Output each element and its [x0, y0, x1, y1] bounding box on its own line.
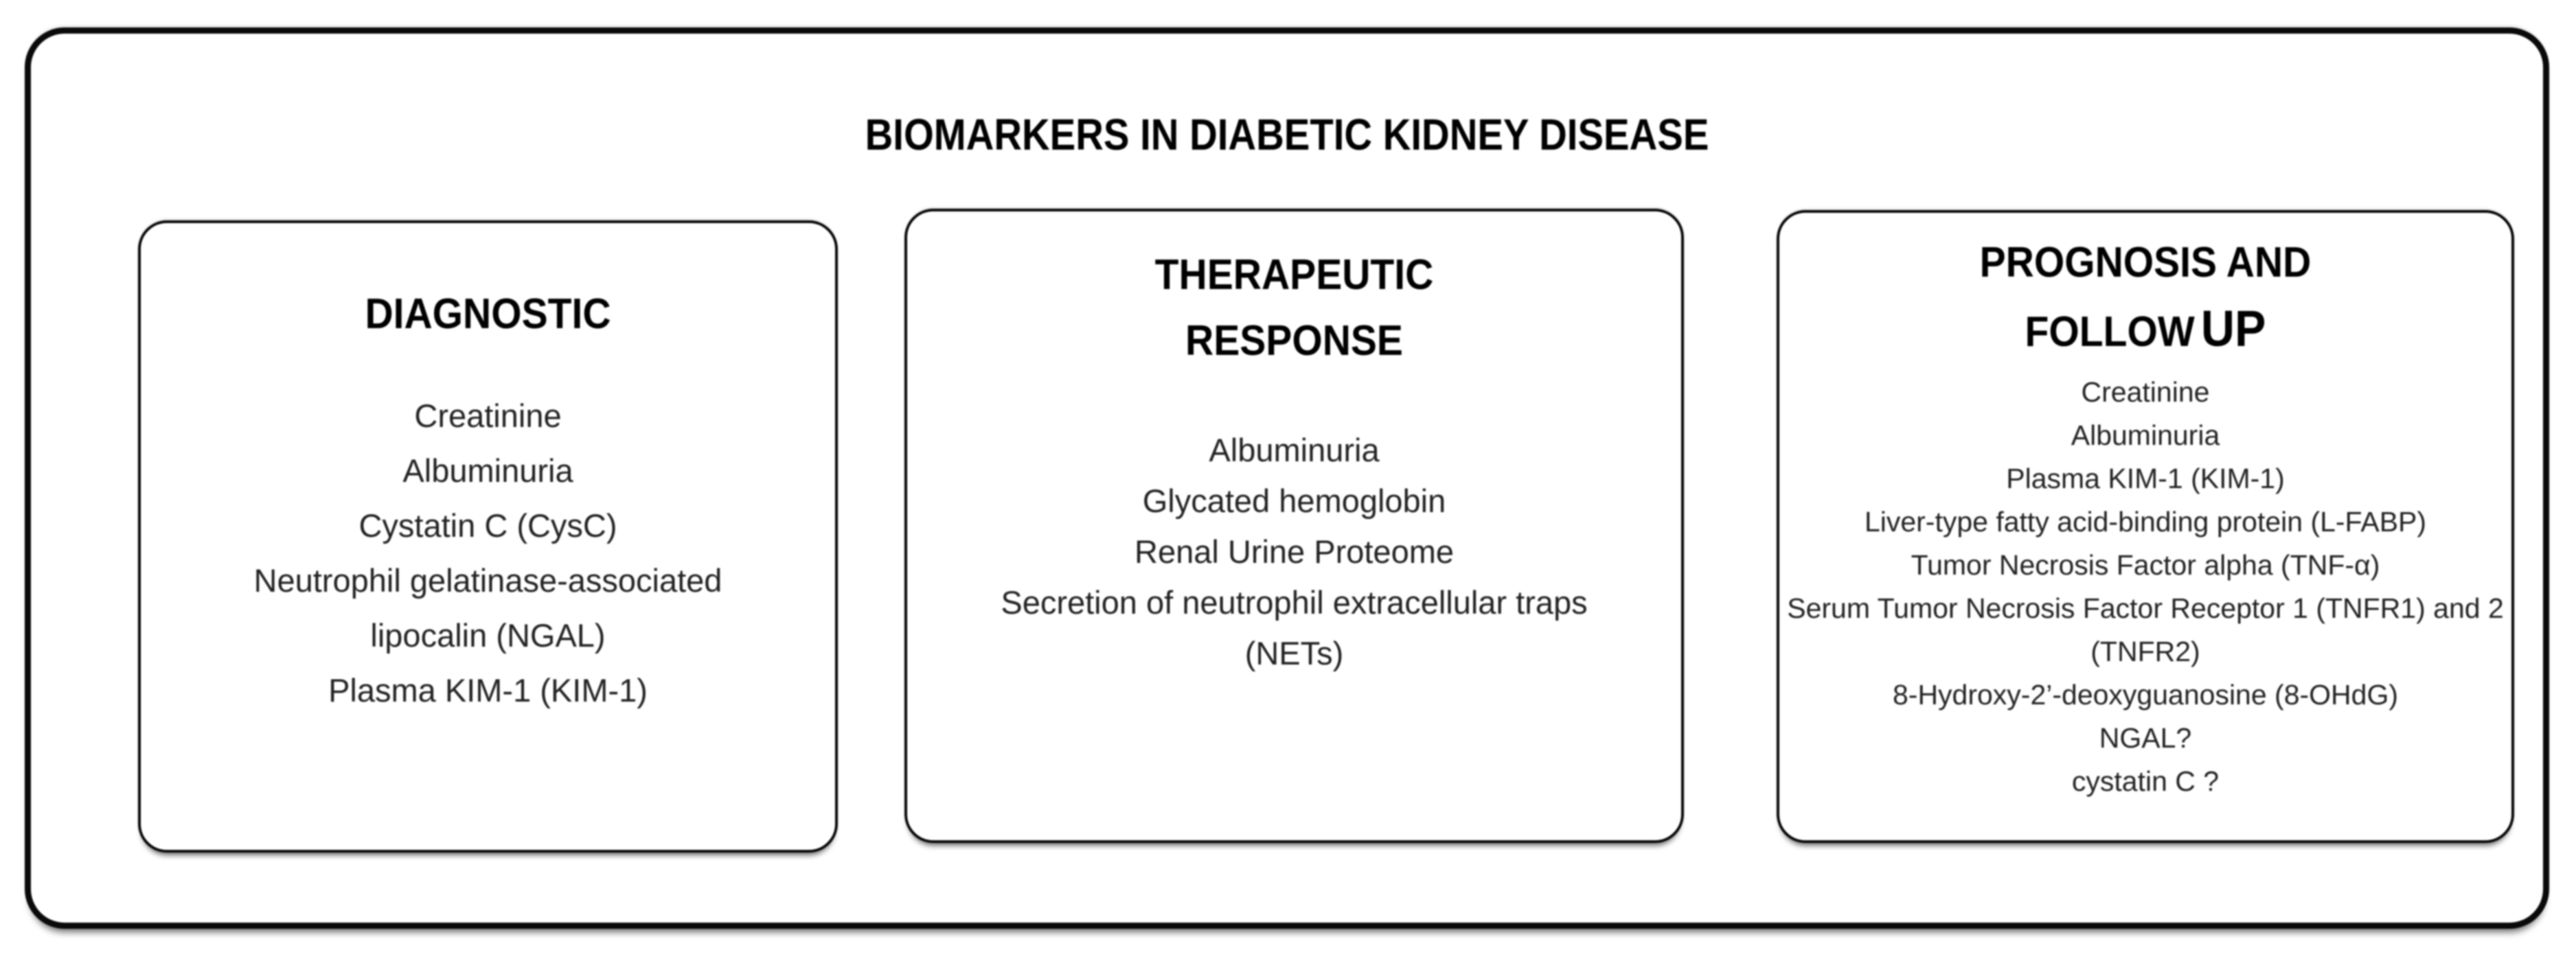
biomarker-item: 8-Hydroxy-2’-deoxyguanosine (8-OHdG): [1892, 679, 2399, 710]
biomarker-item: Secretion of neutrophil extracellular tr…: [1001, 584, 1588, 621]
outer-frame: BIOMARKERS IN DIABETIC KIDNEY DISEASE DI…: [25, 27, 2549, 929]
box-prognosis-list: Creatinine Albuminuria Plasma KIM-1 (KIM…: [1779, 371, 2511, 803]
biomarker-item: Plasma KIM-1 (KIM-1): [328, 672, 648, 708]
box-diagnostic-list: Creatinine Albuminuria Cystatin C (CysC)…: [141, 389, 835, 718]
box-diagnostic-title: DIAGNOSTIC: [365, 290, 611, 338]
biomarker-item: Creatinine: [414, 397, 562, 434]
biomarker-item: Glycated hemoglobin: [1142, 483, 1446, 519]
box-diagnostic: DIAGNOSTIC Creatinine Albuminuria Cystat…: [138, 220, 838, 853]
biomarker-item: Albuminuria: [2071, 419, 2220, 451]
box-therapeutic-title: THERAPEUTIC RESPONSE: [938, 242, 1650, 374]
box-therapeutic-title-line1: THERAPEUTIC: [1154, 251, 1434, 299]
biomarker-item: NGAL?: [2099, 722, 2192, 754]
biomarker-item: Neutrophil gelatinase-associated: [253, 562, 722, 599]
box-therapeutic-title-line2: RESPONSE: [1185, 317, 1403, 365]
box-prognosis-title-up: UP: [2200, 300, 2266, 357]
biomarker-item: Liver-type fatty acid-binding protein (L…: [1864, 506, 2427, 538]
box-therapeutic-list: Albuminuria Glycated hemoglobin Renal Ur…: [907, 425, 1681, 679]
biomarker-item: Cystatin C (CysC): [358, 507, 617, 544]
diagram-title: BIOMARKERS IN DIABETIC KIDNEY DISEASE: [865, 110, 1709, 159]
biomarker-item: (NETs): [1244, 635, 1344, 671]
box-prognosis-title-line1: PROGNOSIS AND: [1979, 239, 2312, 286]
biomarker-item: Albuminuria: [402, 452, 573, 489]
biomarker-item: Tumor Necrosis Factor alpha (TNF-α): [1911, 549, 2380, 581]
box-therapeutic-response: THERAPEUTIC RESPONSE Albuminuria Glycate…: [904, 209, 1684, 843]
biomarker-item: Plasma KIM-1 (KIM-1): [2006, 463, 2285, 494]
biomarker-item: lipocalin (NGAL): [370, 617, 606, 654]
biomarker-item: (TNFR2): [2090, 636, 2200, 667]
biomarker-item: Renal Urine Proteome: [1135, 533, 1454, 570]
biomarker-item: Serum Tumor Necrosis Factor Receptor 1 (…: [1787, 592, 2504, 624]
biomarker-item: Creatinine: [2081, 376, 2210, 408]
box-prognosis-title-follow: FOLLOW: [2025, 308, 2195, 356]
biomarker-item: cystatin C ?: [2071, 765, 2220, 797]
biomarker-item: Albuminuria: [1209, 432, 1380, 468]
